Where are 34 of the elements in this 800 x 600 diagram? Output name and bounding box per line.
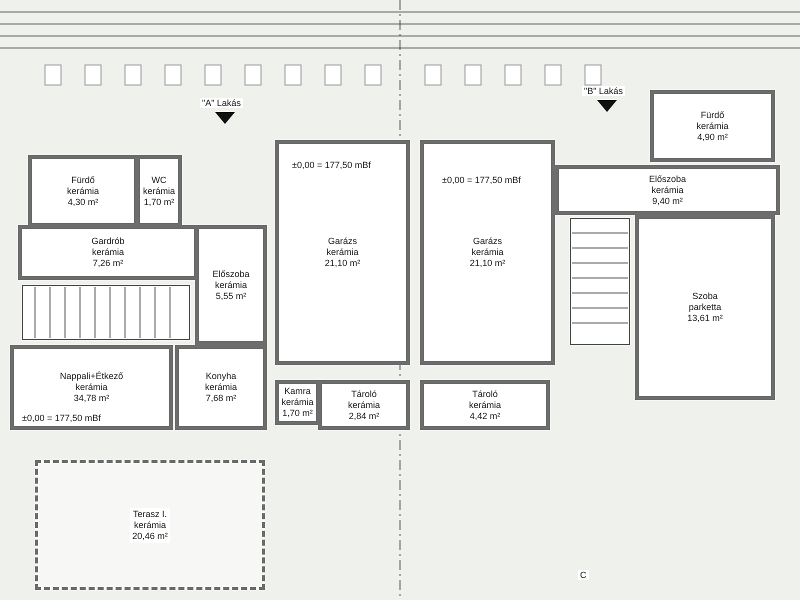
room-label: Kamra kerámia 1,70 m²	[279, 385, 316, 420]
room	[175, 345, 267, 430]
room	[420, 140, 555, 365]
room-label: Terasz I. kerámia 20,46 m²	[130, 508, 170, 542]
room	[195, 225, 267, 345]
room-label: Garázs kerámia 21,10 m²	[322, 235, 362, 270]
room	[136, 155, 182, 227]
room-label: Fürdő kerámia 4,30 m²	[64, 174, 101, 208]
terrace-area	[35, 460, 265, 590]
room-label: Tároló kerámia 4,42 m²	[466, 388, 503, 422]
room-label: Nappali+Étkező kerámia 34,78 m²	[58, 370, 126, 405]
room-label: Konyha kerámia 7,68 m²	[202, 370, 239, 405]
room	[28, 155, 138, 227]
room	[650, 90, 775, 162]
room	[18, 225, 198, 280]
section-label: "A" Lakás	[200, 98, 243, 108]
room-label: Előszoba kerámia 5,55 m²	[210, 268, 252, 302]
room	[275, 140, 410, 365]
room-label: Tároló kerámia 2,84 m²	[346, 388, 382, 422]
room-label: Szoba parketta 13,61 m²	[685, 290, 725, 325]
elevation-label: ±0,00 = 177,50 mBf	[440, 175, 523, 185]
room-label: Előszoba kerámia 9,40 m²	[646, 172, 688, 208]
room	[635, 215, 775, 400]
room-label: Garázs kerámia 21,10 m²	[468, 235, 508, 270]
room	[318, 380, 410, 430]
elevation-label: ±0,00 = 177,50 mBf	[290, 160, 373, 170]
room-label: Fürdő kerámia 4,90 m²	[694, 108, 730, 144]
elevation-label: ±0,00 = 177,50 mBf	[20, 413, 103, 423]
room	[10, 345, 173, 430]
section-label: "B" Lakás	[582, 86, 625, 96]
room	[420, 380, 550, 430]
axis-label: C	[578, 570, 588, 580]
room-label: Gardrób kerámia 7,26 m²	[89, 235, 127, 270]
room-label: WC kerámia 1,70 m²	[140, 174, 177, 208]
